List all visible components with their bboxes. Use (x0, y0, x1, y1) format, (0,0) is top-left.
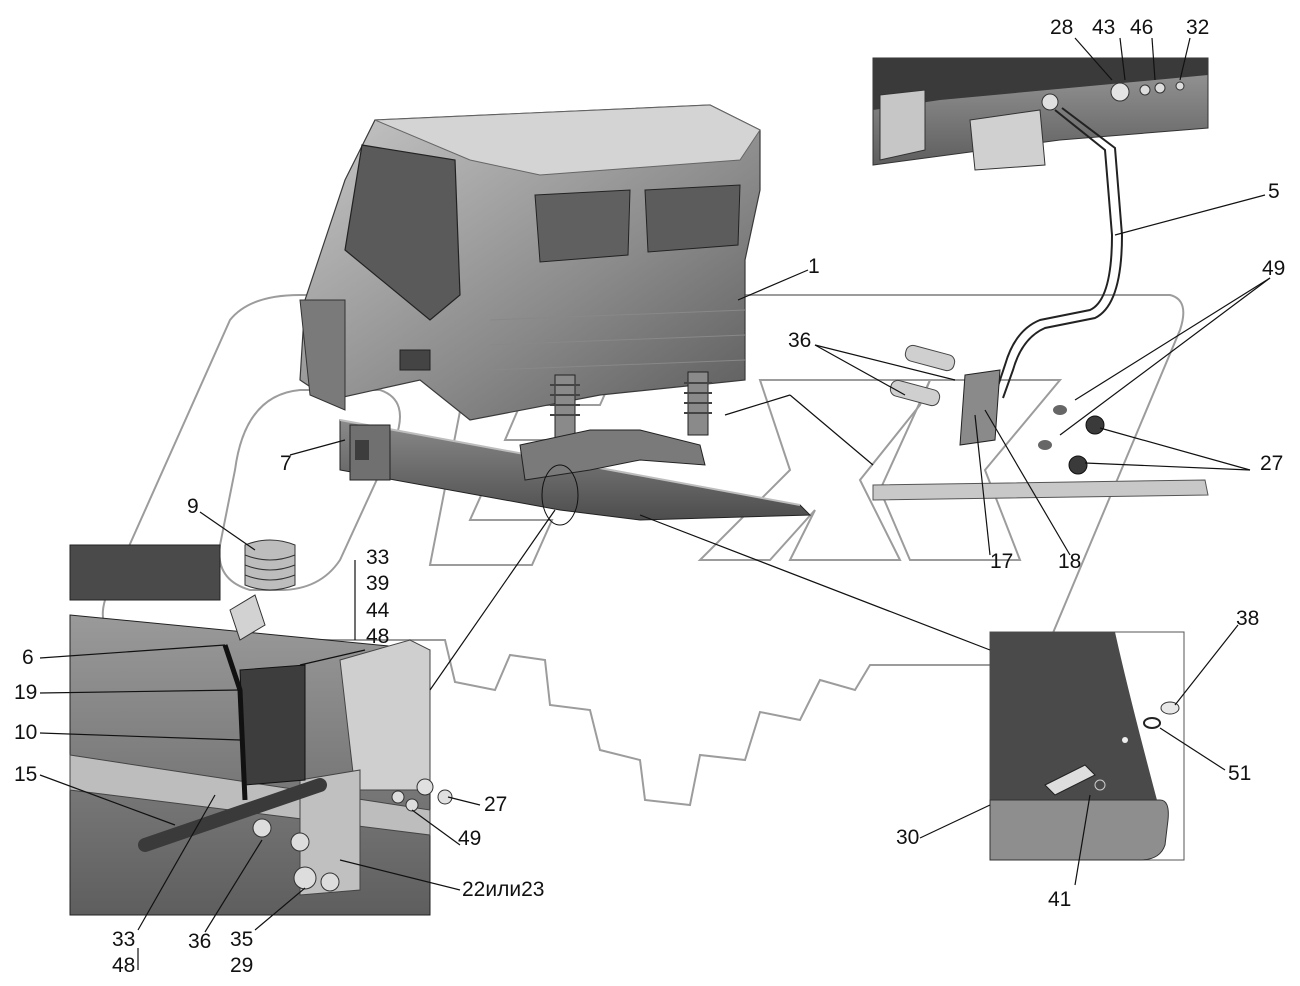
floor-panel-right (872, 344, 1209, 501)
callout-48-bottom: 48 (112, 954, 135, 977)
callout-36-top: 36 (788, 329, 811, 352)
callout-41: 41 (1048, 888, 1071, 911)
callout-27-right: 27 (1260, 452, 1283, 475)
callout-18: 18 (1058, 550, 1081, 573)
callout-36-bottom: 36 (188, 930, 211, 953)
callout-6: 6 (22, 646, 34, 669)
callout-33-top: 33 (366, 546, 389, 569)
callout-32: 32 (1186, 16, 1209, 39)
callout-44: 44 (366, 599, 390, 622)
callout-5: 5 (1268, 180, 1280, 203)
callout-46: 46 (1130, 16, 1153, 39)
callout-49-top: 49 (1262, 257, 1285, 280)
callout-39: 39 (366, 572, 389, 595)
callout-17: 17 (990, 550, 1013, 573)
callout-15: 15 (14, 763, 37, 786)
callout-19: 19 (14, 681, 37, 704)
callout-38: 38 (1236, 607, 1259, 630)
callout-10: 10 (14, 721, 37, 744)
callout-43: 43 (1092, 16, 1115, 39)
top-right-inset (872, 57, 1209, 171)
callout-7: 7 (280, 452, 292, 475)
callout-30: 30 (896, 826, 919, 849)
callout-labels: 1 5 28 43 46 32 49 36 27 17 18 7 9 33 39… (14, 16, 1285, 977)
callout-22-or-23: 22или23 (462, 878, 544, 901)
callout-33-bottom: 33 (112, 928, 135, 951)
callout-49-left: 49 (458, 827, 481, 850)
hydraulic-pipe (994, 107, 1124, 399)
callout-1: 1 (808, 255, 820, 278)
callout-9: 9 (187, 495, 199, 518)
callout-48-top: 48 (366, 625, 389, 648)
callout-29: 29 (230, 954, 253, 977)
callout-51: 51 (1228, 762, 1251, 785)
leader-lines (39, 37, 1271, 970)
callout-28: 28 (1050, 16, 1073, 39)
callout-27-left: 27 (484, 793, 507, 816)
cab-mount-front (349, 424, 391, 481)
bottom-left-inset (69, 539, 453, 916)
callout-35: 35 (230, 928, 253, 951)
truck-cab (299, 104, 761, 421)
cab-mount-rear (519, 371, 712, 526)
bottom-right-inset (989, 631, 1185, 861)
